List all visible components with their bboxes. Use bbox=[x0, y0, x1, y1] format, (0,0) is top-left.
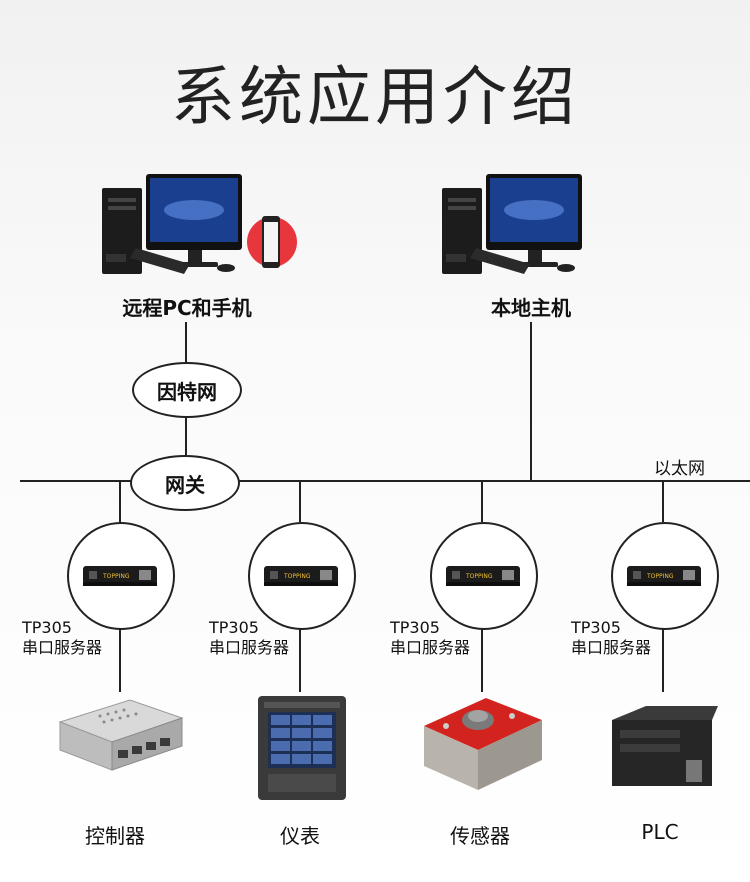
remote-pc-label: 远程PC和手机 bbox=[122, 296, 252, 320]
device-brand: TOPPING bbox=[102, 573, 130, 580]
local-host-pc-icon bbox=[442, 174, 582, 274]
controller-icon bbox=[58, 699, 184, 771]
serial-server-icon: TOPPING bbox=[83, 566, 157, 586]
gateway-node: 网关 bbox=[130, 455, 240, 511]
server-label-4: TP305 串口服务器 bbox=[571, 618, 651, 658]
serial-server-icon: TOPPING bbox=[627, 566, 701, 586]
device-label-plc: PLC bbox=[641, 820, 679, 844]
device-brand: TOPPING bbox=[465, 573, 493, 580]
server-node-3: TOPPING bbox=[430, 522, 538, 630]
serial-server-icon: TOPPING bbox=[264, 566, 338, 586]
server-name: 串口服务器 bbox=[209, 638, 290, 657]
device-brand: TOPPING bbox=[646, 573, 674, 580]
server-label-1: TP305 串口服务器 bbox=[22, 618, 102, 658]
server-node-1: TOPPING bbox=[67, 522, 175, 630]
server-label-2: TP305 串口服务器 bbox=[209, 618, 289, 658]
sensor-icon bbox=[424, 698, 542, 790]
server-name: 串口服务器 bbox=[390, 638, 471, 657]
remote-pc-phone-icon bbox=[102, 174, 297, 274]
server-node-4: TOPPING bbox=[611, 522, 719, 630]
gateway-label: 网关 bbox=[165, 472, 205, 497]
server-name: 串口服务器 bbox=[571, 638, 652, 657]
server-model: TP305 bbox=[209, 618, 259, 637]
serial-server-icon: TOPPING bbox=[446, 566, 520, 586]
local-host-label: 本地主机 bbox=[491, 296, 571, 320]
device-label-sensor: 传感器 bbox=[450, 824, 510, 848]
server-label-3: TP305 串口服务器 bbox=[390, 618, 470, 658]
ethernet-label: 以太网 bbox=[654, 459, 705, 479]
device-label-controller: 控制器 bbox=[85, 824, 145, 848]
page-title: 系统应用介绍 bbox=[171, 61, 579, 135]
internet-label: 因特网 bbox=[157, 379, 217, 404]
device-label-meter: 仪表 bbox=[280, 824, 320, 848]
server-model: TP305 bbox=[571, 618, 621, 637]
meter-icon bbox=[258, 696, 346, 800]
server-name: 串口服务器 bbox=[22, 638, 103, 657]
internet-node: 因特网 bbox=[132, 362, 242, 418]
server-node-2: TOPPING bbox=[248, 522, 356, 630]
server-model: TP305 bbox=[22, 618, 72, 637]
server-model: TP305 bbox=[390, 618, 440, 637]
plc-icon bbox=[612, 706, 718, 786]
device-brand: TOPPING bbox=[283, 573, 311, 580]
